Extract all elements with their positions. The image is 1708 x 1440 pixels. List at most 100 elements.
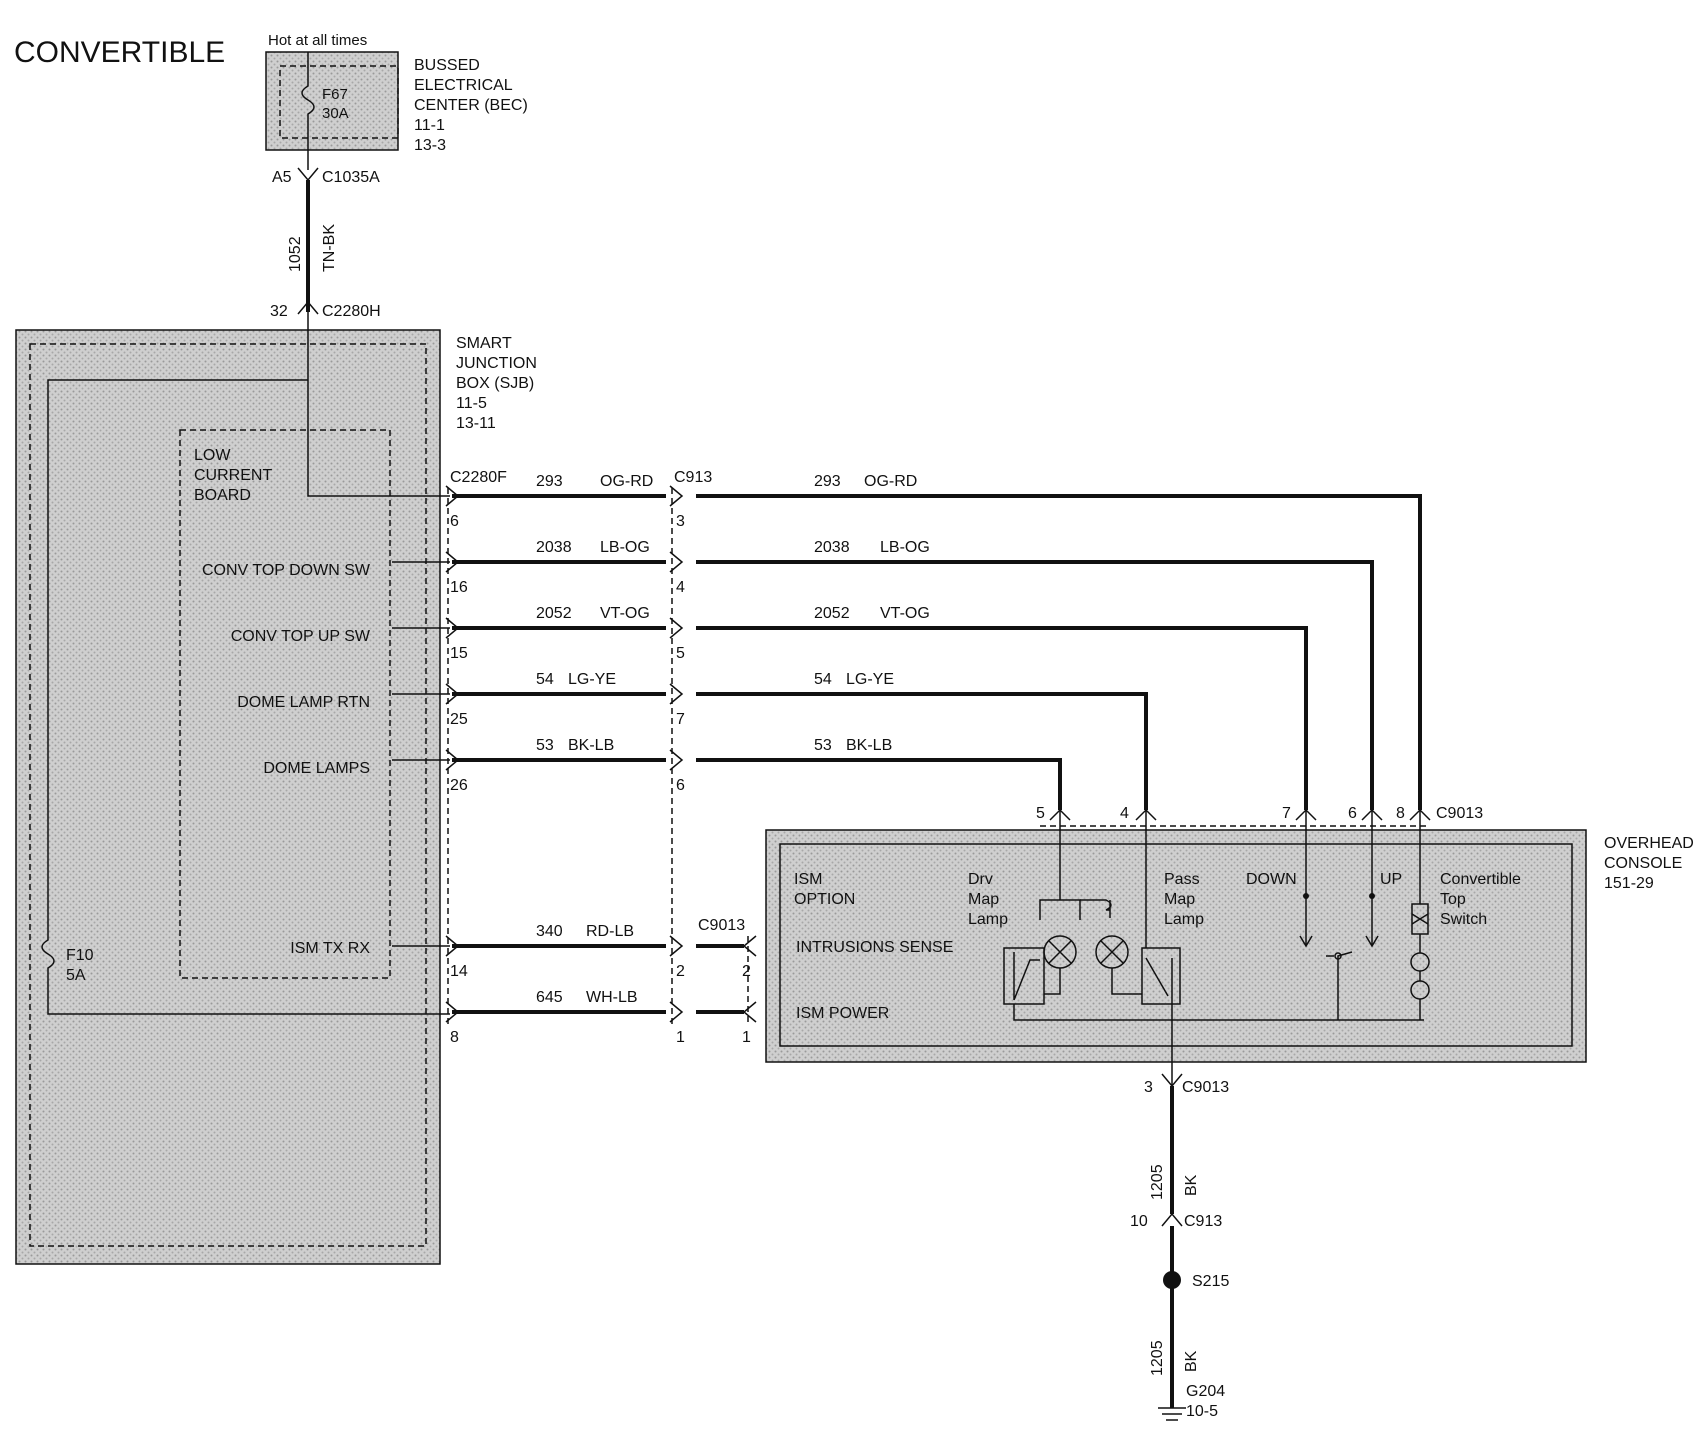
wire-2038-color-a: LB-OG	[600, 539, 650, 556]
ism-option-1: ISM	[794, 871, 822, 888]
wire-54-color-a: LG-YE	[568, 671, 616, 688]
wire-293-circuit-a: 293	[536, 473, 563, 490]
ground-circuit-b: 1205	[1149, 1340, 1166, 1376]
wire-2038-circuit-b: 2038	[814, 539, 850, 556]
sjb-inner-dashed	[29, 343, 427, 1247]
sjb-pin-2052: 15	[450, 645, 468, 662]
lcb-name-1: LOW	[194, 447, 231, 464]
up-arrow-icon	[1365, 935, 1379, 948]
pass-lamp-switch-box	[1141, 947, 1181, 1005]
label-ism-tx-rx: ISM TX RX	[290, 940, 370, 957]
bec-name-3: CENTER (BEC)	[414, 97, 528, 114]
up-label: UP	[1380, 871, 1402, 888]
pass-lamp-switch-icon	[1145, 957, 1173, 1000]
pass-bulb-filament	[1100, 940, 1124, 964]
sjb-fuse-name: F10	[66, 947, 94, 964]
sjb-pin-2038: 16	[450, 579, 468, 596]
hot-at-all-times-label: Hot at all times	[268, 32, 367, 49]
wire-53-circuit-a: 53	[536, 737, 554, 754]
wire-645-circuit: 645	[536, 989, 563, 1006]
drv-lamp-switch-icon	[1013, 952, 1040, 1001]
wire-293-color-a: OG-RD	[600, 473, 653, 490]
console-ref: 151-29	[1604, 875, 1654, 892]
wire-2038-circuit-a: 2038	[536, 539, 572, 556]
wire-2052-circuit-b: 2052	[814, 605, 850, 622]
ground-ref: 10-5	[1186, 1403, 1218, 1420]
sjb-input-connector: C2280H	[322, 303, 381, 320]
sjb-out-connector: C2280F	[450, 469, 507, 486]
lamp-return-lines	[1044, 968, 1142, 995]
bec-ref-1: 11-1	[414, 117, 445, 134]
switch-label-1: Convertible	[1440, 871, 1521, 888]
drv-map-lamp-2: Map	[968, 891, 999, 908]
label-dome-lamps: DOME LAMPS	[263, 760, 370, 777]
sjb-name-1: SMART	[456, 335, 512, 352]
bec-box	[265, 51, 399, 151]
bec-fuse-name: F67	[322, 86, 348, 103]
sjb-input-pin: 32	[270, 303, 288, 320]
console-name-1: OVERHEAD	[1604, 835, 1694, 852]
wire-53-b	[696, 758, 1062, 810]
wire-54-circuit-a: 54	[536, 671, 554, 688]
sjb-pin-53: 26	[450, 777, 468, 794]
feed-wire-circuit: 1052	[287, 236, 304, 272]
ism-option-2: OPTION	[794, 891, 855, 908]
wire-2052-color-b: VT-OG	[880, 605, 930, 622]
console-ground-connector: C9013	[1182, 1079, 1229, 1096]
c9013-pin-340: 2	[742, 963, 751, 980]
sjb-fuse-rating: 5A	[66, 967, 86, 984]
wire-54-circuit-b: 54	[814, 671, 832, 688]
label-conv-top-down-sw: CONV TOP DOWN SW	[202, 562, 371, 579]
wire-53-circuit-b: 53	[814, 737, 832, 754]
c9013-pin-645: 1	[742, 1029, 751, 1046]
c913-pin-645: 1	[676, 1029, 685, 1046]
sjb-name-3: BOX (SJB)	[456, 375, 534, 392]
common-contact	[1334, 952, 1342, 960]
sjb-pin-293: 6	[450, 513, 459, 530]
wire-2052-circuit-a: 2052	[536, 605, 572, 622]
overhead-console-inner	[779, 843, 1573, 1047]
splice-s215-icon	[1163, 1271, 1181, 1289]
bec-inner-dashed	[279, 65, 399, 139]
wire-53-color-a: BK-LB	[568, 737, 614, 754]
ground-c913-pin: 10	[1130, 1213, 1148, 1230]
down-label: DOWN	[1246, 871, 1297, 888]
wire-2038-color-b: LB-OG	[880, 539, 930, 556]
bec-ref-2: 13-3	[414, 137, 446, 154]
switch-label-3: Switch	[1440, 911, 1487, 928]
ground-c913-connector: C913	[1184, 1213, 1222, 1230]
console-pin-2038: 6	[1348, 805, 1357, 822]
sjb-pin-340: 14	[450, 963, 468, 980]
fuse-f67-symbol	[301, 52, 315, 170]
splice-name: S215	[1192, 1273, 1229, 1290]
wire-2052-b	[696, 626, 1308, 810]
ground-circuit-a: 1205	[1149, 1164, 1166, 1200]
wire-340-color: RD-LB	[586, 923, 634, 940]
c913-pin-293: 3	[676, 513, 685, 530]
console-intrusions-sense: INTRUSIONS SENSE	[796, 939, 953, 956]
console-ground-bus	[1013, 1004, 1424, 1021]
console-pin-53: 5	[1036, 805, 1045, 822]
wire-2052-color-a: VT-OG	[600, 605, 650, 622]
console-pin-54: 4	[1120, 805, 1129, 822]
switch-label-2: Top	[1440, 891, 1466, 908]
c913-pin-54: 7	[676, 711, 685, 728]
down-arrow-icon	[1299, 935, 1313, 948]
console-connector: C9013	[1436, 805, 1483, 822]
sjb-internal-293	[307, 312, 450, 497]
diagram-title: CONVERTIBLE	[14, 36, 225, 69]
wire-293-b	[696, 494, 1422, 810]
ground-color-a: BK	[1183, 1174, 1200, 1196]
bec-connector: C1035A	[322, 169, 380, 186]
sjb-box	[15, 329, 441, 1265]
wire-645-color: WH-LB	[586, 989, 638, 1006]
console-pin-293: 8	[1396, 805, 1405, 822]
sjb-internal-f10-bus	[41, 379, 450, 1015]
bec-fuse-rating: 30A	[322, 105, 349, 122]
bec-pin: A5	[272, 169, 292, 186]
top-switch-common	[1326, 951, 1353, 1020]
wire-340-circuit: 340	[536, 923, 563, 940]
ground-color-b: BK	[1183, 1350, 1200, 1372]
sjb-pin-645: 8	[450, 1029, 459, 1046]
wire-2038-b	[696, 560, 1374, 810]
